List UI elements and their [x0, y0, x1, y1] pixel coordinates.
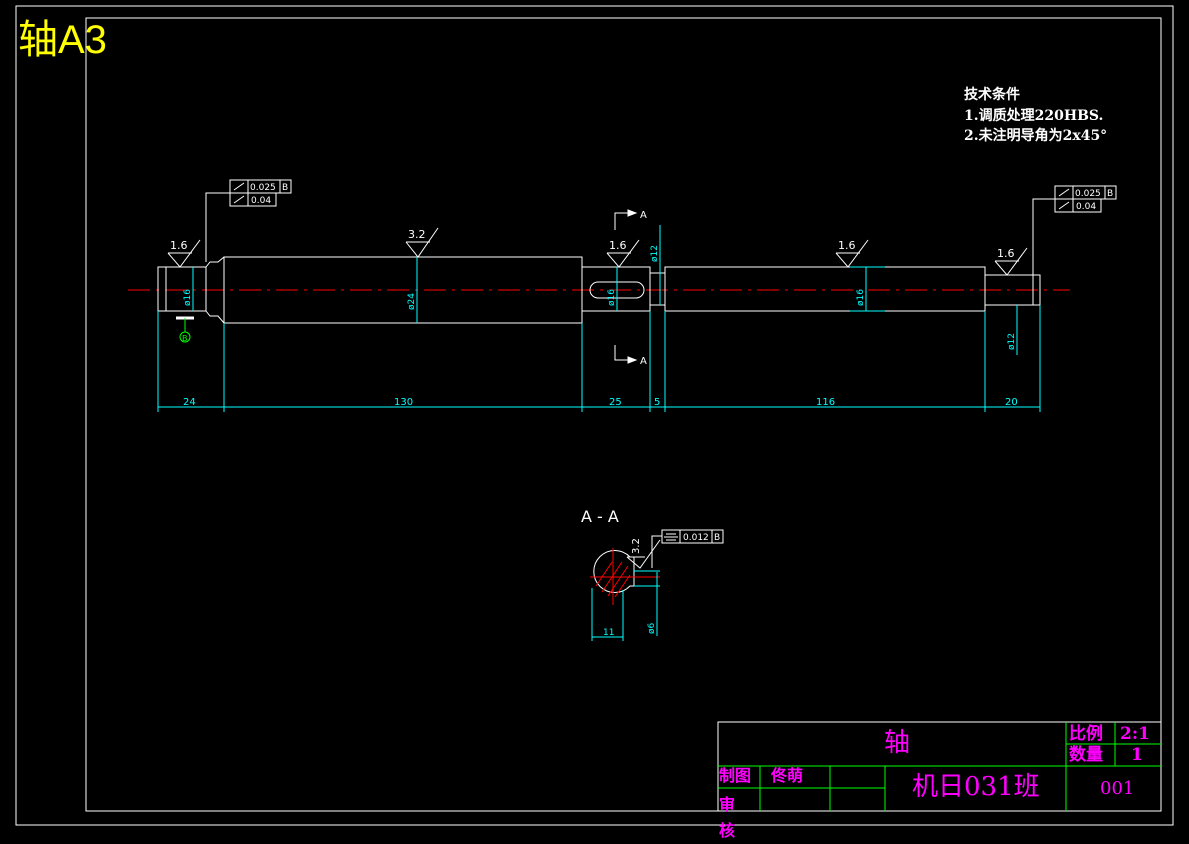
roughness-symbol-3: 1.6 [606, 239, 640, 268]
title-scale-label: 比例 [1069, 724, 1103, 744]
runout-right-datum: B [1107, 189, 1113, 199]
title-class-name: 机日031班 [912, 772, 1040, 802]
dim-len-6: 20 [1005, 397, 1018, 408]
title-part-name: 轴 [884, 728, 911, 758]
outer-border [15, 5, 1174, 826]
svg-text:1.6: 1.6 [609, 239, 627, 252]
svg-text:B: B [182, 334, 188, 343]
roughness-symbol-5: 1.6 [994, 247, 1028, 276]
roughness-symbol-4: 1.6 [835, 239, 869, 268]
tech-notes-heading: 技术条件 [964, 87, 1020, 103]
dim-dia-5: ø16 [856, 289, 866, 306]
dim-dia-6: ø12 [1007, 333, 1017, 350]
runout-frame-left [205, 179, 292, 262]
section-dim-key: ø6 [647, 622, 657, 634]
tech-note-2: 2.未注明导角为2x45° [964, 128, 1108, 144]
title-qty-value: 1 [1131, 745, 1143, 765]
datum-symbol: B [176, 316, 194, 343]
dimension-lines [157, 225, 1041, 412]
section-dim-width: 11 [603, 628, 614, 638]
svg-text:1.6: 1.6 [170, 239, 188, 252]
runout-left-datum: B [282, 183, 288, 193]
section-title: A - A [581, 507, 619, 526]
dim-dia-1: ø16 [183, 289, 193, 306]
section-view [590, 535, 662, 605]
title-drawing-no: 001 [1100, 778, 1135, 799]
dim-dia-3: ø16 [607, 289, 617, 306]
title-block-grid [717, 721, 1162, 812]
dim-dia-4: ø12 [650, 245, 660, 262]
symmetry-frame [661, 529, 724, 544]
dim-len-4: 5 [654, 397, 660, 408]
symmetry-value: 0.012 [683, 533, 709, 543]
title-qty-label: 数量 [1069, 745, 1103, 765]
title-check-label: 审核 [719, 795, 736, 840]
dim-dia-2: ø24 [407, 293, 417, 310]
svg-text:3.2: 3.2 [408, 228, 426, 241]
dim-len-5: 116 [816, 397, 835, 408]
section-dimensions [591, 570, 660, 641]
roughness-symbol-2: 3.2 [405, 227, 439, 258]
runout-right-cyl: 0.04 [1076, 202, 1096, 212]
shaft-outline [157, 256, 1041, 324]
section-mark-bottom: A [640, 356, 647, 367]
dim-len-3: 25 [609, 397, 622, 408]
section-roughness: 3.2 [631, 538, 642, 554]
svg-text:1.6: 1.6 [997, 247, 1015, 260]
tech-note-1: 1.调质处理220HBS. [964, 108, 1104, 124]
roughness-symbol-1: 1.6 [167, 239, 201, 268]
title-drawn-name: 佟萌 [771, 766, 804, 785]
inner-border [85, 17, 1162, 812]
dim-len-2: 130 [394, 397, 413, 408]
symmetry-datum: B [714, 533, 720, 543]
dim-len-1: 24 [183, 397, 196, 408]
runout-frame-right [1032, 185, 1117, 275]
runout-left-cyl: 0.04 [251, 196, 271, 206]
sheet-title: 轴A3 [18, 18, 107, 62]
title-scale-value: 2:1 [1120, 724, 1150, 744]
section-mark-top: A [640, 210, 647, 221]
runout-left-value: 0.025 [250, 183, 276, 193]
section-cut-marks [614, 209, 638, 364]
runout-right-value: 0.025 [1075, 189, 1101, 199]
title-drawn-label: 制图 [719, 766, 752, 785]
svg-text:1.6: 1.6 [838, 239, 856, 252]
